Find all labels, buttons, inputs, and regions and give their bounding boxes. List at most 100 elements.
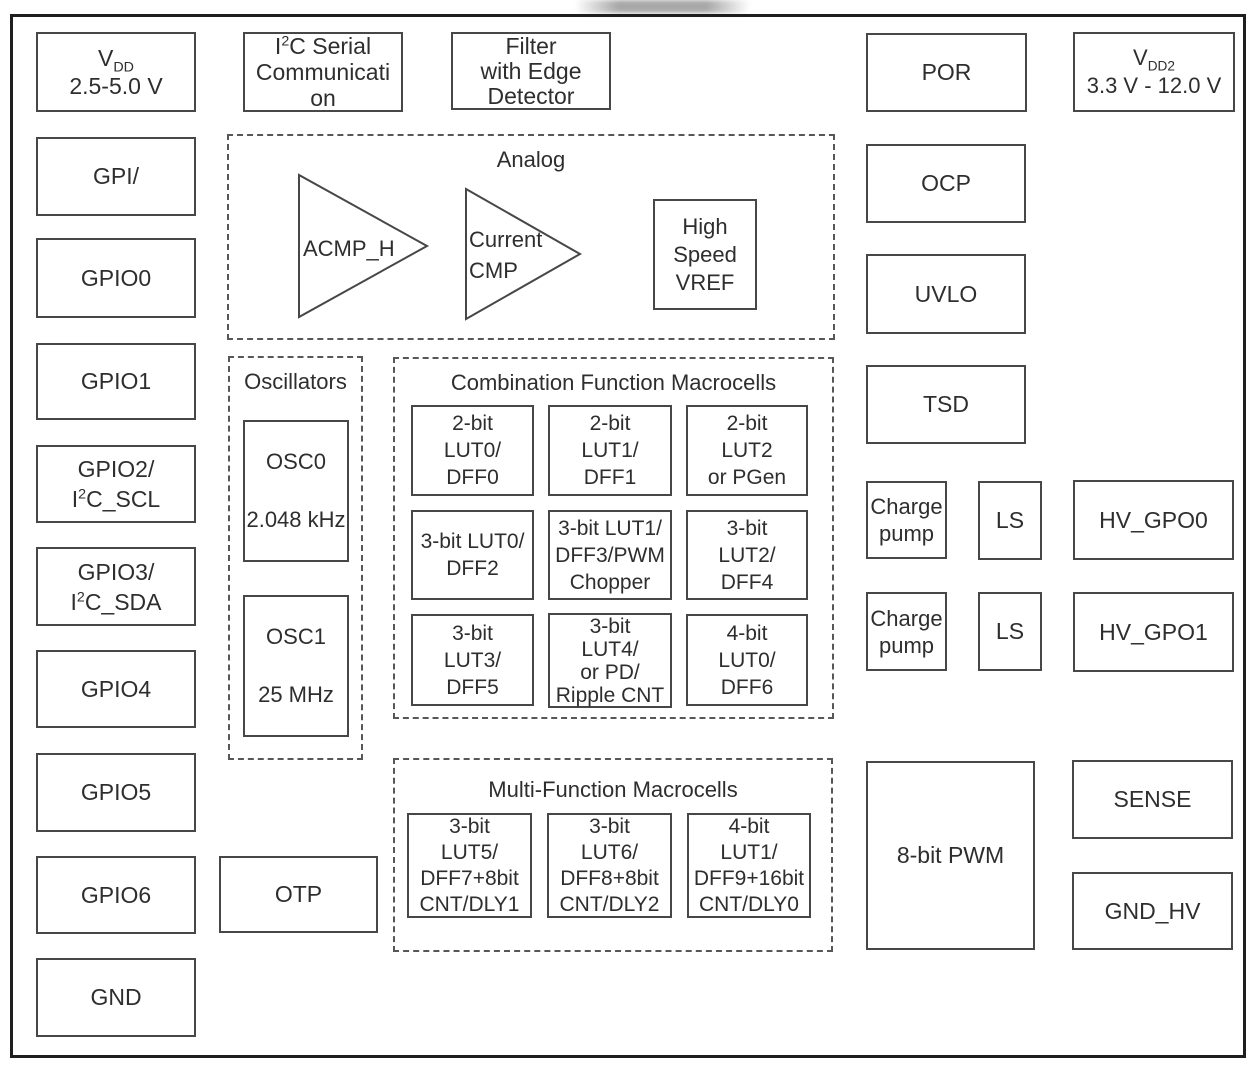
vref-line1: High [682,213,728,239]
analog-region-title: Analog [496,147,566,172]
multi-region-title: Multi-Function Macrocells [488,777,738,802]
cell-line: or PGen [707,466,787,489]
block-osc1: OSC1 25 MHz [243,595,349,737]
oscillators-region: Oscillators [228,356,363,760]
hv-gpo0-label: HV_GPO0 [1099,506,1208,533]
cell-line: CNT/DLY1 [419,892,520,916]
current-cmp-triangle [465,187,583,321]
cell-line: LUT3/ [443,648,502,672]
filter-line2: with Edge [480,57,582,84]
block-osc0: OSC0 2.048 kHz [243,420,349,562]
cell-line: DFF0 [446,466,499,489]
oscillators-region-title: Oscillators [244,369,347,394]
vref-line3: VREF [675,269,735,295]
charge-pump2-line1: Charge [870,605,943,631]
cell-line: 4-bit [726,621,768,645]
charge-pump1-line1: Charge [870,494,943,519]
cell-line: LUT2 [721,439,773,462]
otp-label: OTP [274,881,323,907]
cell-line: 3-bit [589,614,631,638]
cell-line: 3-bit [589,814,630,838]
osc1-name: OSC1 [266,624,326,649]
block-gpio2: GPIO2/ I2C_SCL [36,445,196,523]
combination-cell-lut0-dff0: 2-bit LUT0/ DFF0 [411,405,534,496]
ls2-label: LS [995,618,1025,644]
gpio0-label: GPIO0 [80,264,152,291]
cell-line: Chopper [569,570,651,594]
cell-line: DFF8+8bit [560,866,659,890]
gnd-hv-label: GND_HV [1104,897,1201,924]
cell-line: or PD/ [580,660,640,684]
vdd2-range: 3.3 V - 12.0 V [1086,73,1222,98]
analog-region: Analog [227,134,835,340]
cell-line: DFF9+16bit [693,866,805,890]
block-uvlo: UVLO [866,254,1026,334]
block-gpio0: GPIO0 [36,238,196,318]
current-cmp-line1: Current [469,227,543,252]
tsd-label: TSD [923,391,969,417]
gpio3-line1: GPIO3/ [77,558,155,585]
cell-line: 2-bit [589,412,631,435]
vref-line2: Speed [673,241,737,267]
combination-cell-lut3-dff5: 3-bit LUT3/ DFF5 [411,614,534,706]
filter-line3: Detector [487,82,575,109]
block-gpio6: GPIO6 [36,856,196,934]
block-gpi: GPI/ [36,137,196,216]
gpio6-label: GPIO6 [80,881,152,908]
vdd-range: 2.5-5.0 V [69,73,163,99]
cell-line: Ripple CNT [555,683,665,707]
cell-line: DFF7+8bit [420,866,519,890]
i2c-line1: I2C Serial [274,33,372,59]
acmp-label: ACMP_H [303,236,395,261]
cell-line: LUT6/ [580,840,639,864]
ls1-label: LS [995,507,1025,533]
gpio1-label: GPIO1 [80,368,152,394]
multi-cell-lut6: 3-bit LUT6/ DFF8+8bit CNT/DLY2 [547,813,672,918]
block-i2c-serial: I2C Serial Communicati on [243,32,403,112]
i2c-line2: Communicati [255,59,391,85]
charge-pump2-line2: pump [878,632,935,658]
cell-line: LUT1/ [581,439,639,462]
cell-line: CNT/DLY0 [699,892,799,916]
combination-macrocells-region: Combination Function Macrocells [393,357,834,719]
charge-pump1-line2: pump [878,521,935,546]
osc1-freq: 25 MHz [258,682,334,707]
block-gpio3: GPIO3/ I2C_SDA [36,547,196,626]
uvlo-label: UVLO [914,280,978,307]
block-8bit-pwm: 8-bit PWM [866,761,1035,950]
combination-cell-lut2-dff4: 3-bit LUT2/ DFF4 [686,510,808,600]
scan-shadow-artifact [575,0,750,13]
block-ocp: OCP [866,144,1026,223]
block-charge-pump-2: Charge pump [866,592,947,671]
gpio2-line2: I2C_SCL [71,486,161,512]
combination-cell-lut0-dff6: 4-bit LUT0/ DFF6 [686,614,808,706]
cell-line: 3-bit [449,814,490,838]
cell-line: 3-bit [726,516,768,540]
cell-line: 3-bit [452,621,493,645]
block-gnd: GND [36,958,196,1037]
current-cmp-label: Current CMP [469,224,542,286]
block-vdd: VDD 2.5-5.0 V [36,32,196,112]
cell-line: LUT0/ [443,439,502,462]
block-sense: SENSE [1072,760,1233,839]
block-hv-gpo1: HV_GPO1 [1073,592,1234,672]
block-high-speed-vref: High Speed VREF [653,199,757,310]
cell-line: DFF5 [446,675,499,699]
cell-line: DFF1 [583,466,637,489]
cell-line: 3-bit LUT1/ [558,516,662,540]
cell-line: DFF3/PWM [555,543,665,567]
cell-line: 2-bit [452,412,493,435]
block-filter-edge-detector: Filter with Edge Detector [451,32,611,110]
multi-cell-lut5: 3-bit LUT5/ DFF7+8bit CNT/DLY1 [407,813,532,918]
block-ls-1: LS [978,481,1042,560]
cell-line: LUT0/ [718,648,776,672]
pwm-label: 8-bit PWM [896,842,1005,868]
combination-cell-lut4-ripple: 3-bit LUT4/ or PD/ Ripple CNT [548,613,672,708]
filter-line1: Filter [505,32,557,59]
block-gpio1: GPIO1 [36,343,196,420]
multi-cell-lut1-16bit: 4-bit LUT1/ DFF9+16bit CNT/DLY0 [687,813,811,918]
gpio3-line2: I2C_SDA [70,588,162,615]
cell-line: DFF6 [720,675,774,699]
gpio2-line1: GPIO2/ [77,456,155,482]
